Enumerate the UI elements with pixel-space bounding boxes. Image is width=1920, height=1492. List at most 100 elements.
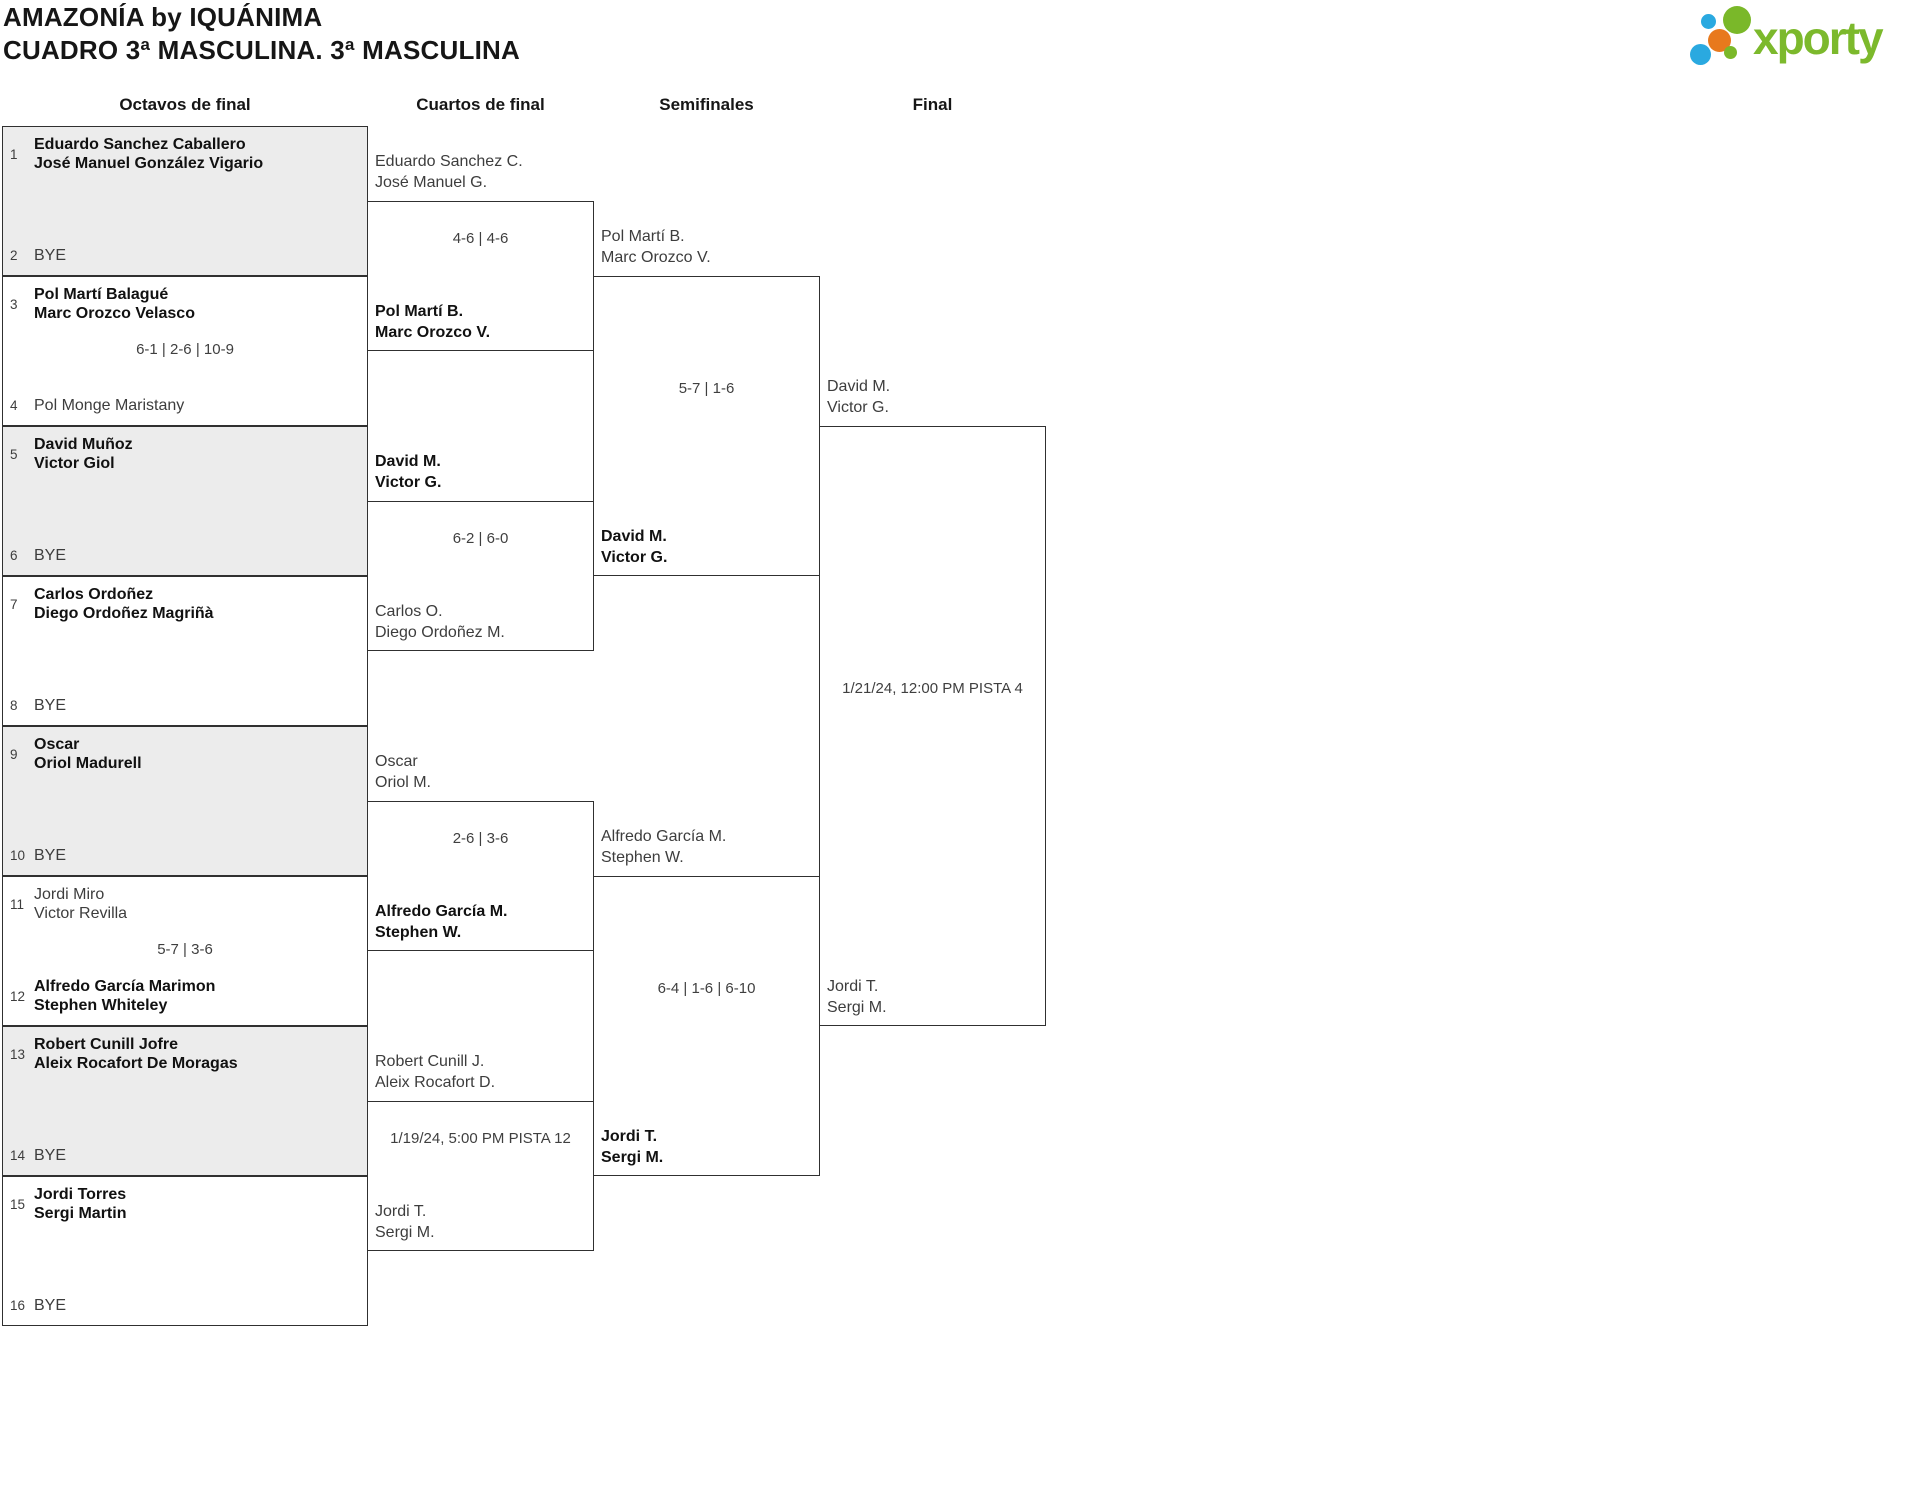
- seed-number: 3: [10, 296, 18, 312]
- team-name-line: Victor G.: [375, 474, 442, 491]
- team-names: Eduardo Sanchez Caballero José Manuel Go…: [34, 135, 263, 173]
- team-name-line: Jordi T.: [601, 1128, 658, 1145]
- team-names: Alfredo García Marimon Stephen Whiteley: [34, 977, 215, 1015]
- seed-number: 4: [10, 398, 18, 413]
- team-names: David M. Victor G.: [375, 451, 589, 493]
- seed-number: 7: [10, 596, 18, 612]
- team-slot: 3 Pol Martí Balagué Marc Orozco Velasco: [10, 285, 359, 323]
- match-box-octavos-2[interactable]: 3 Pol Martí Balagué Marc Orozco Velasco …: [2, 276, 368, 426]
- match-score: 5-7 | 3-6: [157, 941, 213, 958]
- seed-number: 6: [10, 548, 18, 563]
- match-box-octavos-4[interactable]: 7 Carlos Ordoñez Diego Ordoñez Magriñà 8…: [2, 576, 368, 726]
- team-name-line: David M.: [827, 378, 891, 395]
- logo-dot-green-small-icon: [1724, 46, 1737, 59]
- team-name-line: Oscar: [34, 736, 80, 753]
- team-name-line: Sergi M.: [375, 1224, 435, 1241]
- team-names: BYE: [34, 1146, 66, 1165]
- team-name-line: David Muñoz: [34, 436, 133, 453]
- logo-dot-blue-small-icon: [1701, 14, 1716, 29]
- team-name-line: Oriol M.: [375, 774, 431, 791]
- match-box-octavos-7[interactable]: 13 Robert Cunill Jofre Aleix Rocafort De…: [2, 1026, 368, 1176]
- team-names: Carlos Ordoñez Diego Ordoñez Magriñà: [34, 585, 214, 623]
- team-name-line: Pol Martí B.: [601, 228, 685, 245]
- team-name-line: Aleix Rocafort De Moragas: [34, 1055, 238, 1072]
- team-slot: 10 BYE: [10, 846, 359, 865]
- team-name-line: Diego Ordoñez Magriñà: [34, 605, 214, 622]
- team-name-line: Eduardo Sanchez C.: [375, 153, 523, 170]
- team-name-line: Jordi T.: [827, 978, 879, 995]
- team-names: Robert Cunill Jofre Aleix Rocafort De Mo…: [34, 1035, 238, 1073]
- seed-number: 16: [10, 1298, 26, 1313]
- match-box-final[interactable]: [819, 426, 1046, 1026]
- team-names: Jordi T. Sergi M.: [827, 976, 1041, 1018]
- xporty-logo[interactable]: xporty: [1685, 3, 1913, 71]
- round-header-cuartos: Cuartos de final: [416, 95, 545, 114]
- match-box-cuartos-2[interactable]: [367, 501, 594, 651]
- logo-wordmark: xporty: [1753, 12, 1884, 64]
- match-score: 2-6 | 3-6: [452, 830, 509, 847]
- team-slot: 11 Jordi Miro Victor Revilla: [10, 885, 359, 923]
- match-score: 6-4 | 1-6 | 6-10: [657, 980, 756, 997]
- match-box-octavos-5[interactable]: 9 Oscar Oriol Madurell 10 BYE: [2, 726, 368, 876]
- match-box-semifinal-2[interactable]: [593, 876, 820, 1176]
- team-slot: 9 Oscar Oriol Madurell: [10, 735, 359, 773]
- seed-number: 13: [10, 1046, 26, 1062]
- team-names: Robert Cunill J. Aleix Rocafort D.: [375, 1051, 589, 1093]
- round-header-final: Final: [912, 95, 953, 114]
- team-name-line: Sergi M.: [827, 999, 887, 1016]
- team-slot: 12 Alfredo García Marimon Stephen Whitel…: [10, 977, 359, 1015]
- team-slot: 2 BYE: [10, 246, 359, 265]
- team-name-line: Sergi Martin: [34, 1205, 127, 1222]
- team-slot: 15 Jordi Torres Sergi Martin: [10, 1185, 359, 1223]
- logo-dot-green-large-icon: [1723, 6, 1751, 34]
- team-name-line: BYE: [34, 697, 67, 714]
- team-name-line: Robert Cunill J.: [375, 1053, 485, 1070]
- team-names: Jordi T. Sergi M.: [375, 1201, 589, 1243]
- match-schedule: 1/21/24, 12:00 PM PISTA 4: [842, 680, 1023, 697]
- team-name-line: Jordi Miro: [34, 886, 105, 903]
- team-name-line: BYE: [34, 247, 67, 264]
- match-box-octavos-1[interactable]: 1 Eduardo Sanchez Caballero José Manuel …: [2, 126, 368, 276]
- team-slot: 16 BYE: [10, 1296, 359, 1315]
- team-name-line: BYE: [34, 547, 67, 564]
- match-box-octavos-3[interactable]: 5 David Muñoz Victor Giol 6 BYE: [2, 426, 368, 576]
- match-box-cuartos-4[interactable]: [367, 1101, 594, 1251]
- team-name-line: Oscar: [375, 753, 418, 770]
- team-names: Pol Martí B. Marc Orozco V.: [375, 301, 589, 343]
- team-slot: 14 BYE: [10, 1146, 359, 1165]
- team-names: Jordi Torres Sergi Martin: [34, 1185, 126, 1223]
- team-name-line: BYE: [34, 1297, 67, 1314]
- team-slot: 13 Robert Cunill Jofre Aleix Rocafort De…: [10, 1035, 359, 1073]
- match-schedule: 1/19/24, 5:00 PM PISTA 12: [390, 1130, 571, 1147]
- team-names: BYE: [34, 696, 66, 715]
- team-names: BYE: [34, 846, 66, 865]
- logo-dot-orange-icon: [1708, 29, 1731, 52]
- team-names: Oscar Oriol Madurell: [34, 735, 142, 773]
- round-header-octavos: Octavos de final: [119, 95, 251, 114]
- match-score: 4-6 | 4-6: [452, 230, 509, 247]
- team-name-line: Stephen W.: [375, 924, 462, 941]
- team-names: BYE: [34, 546, 66, 565]
- team-slot: 4 Pol Monge Maristany: [10, 396, 359, 415]
- seed-number: 11: [10, 896, 25, 912]
- seed-number: 2: [10, 248, 18, 263]
- match-box-octavos-8[interactable]: 15 Jordi Torres Sergi Martin 16 BYE: [2, 1176, 368, 1326]
- seed-number: 10: [10, 848, 26, 863]
- team-names: David M. Victor G.: [601, 526, 815, 568]
- team-name-line: Stephen W.: [601, 849, 684, 866]
- team-names: Pol Martí B. Marc Orozco V.: [601, 226, 815, 268]
- seed-number: 15: [10, 1196, 26, 1212]
- team-names: Pol Monge Maristany: [34, 396, 184, 415]
- team-name-line: Oriol Madurell: [34, 755, 142, 772]
- match-box-octavos-6[interactable]: 11 Jordi Miro Victor Revilla 5-7 | 3-6 1…: [2, 876, 368, 1026]
- logo-dot-blue-medium-icon: [1690, 44, 1711, 65]
- seed-number: 8: [10, 698, 18, 713]
- team-name-line: Eduardo Sanchez Caballero: [34, 136, 246, 153]
- seed-number: 9: [10, 746, 18, 762]
- team-names: Oscar Oriol M.: [375, 751, 589, 793]
- round-header-semifinales: Semifinales: [659, 95, 754, 114]
- team-slot: 6 BYE: [10, 546, 359, 565]
- team-name-line: BYE: [34, 1147, 67, 1164]
- team-name-line: Carlos Ordoñez: [34, 586, 154, 603]
